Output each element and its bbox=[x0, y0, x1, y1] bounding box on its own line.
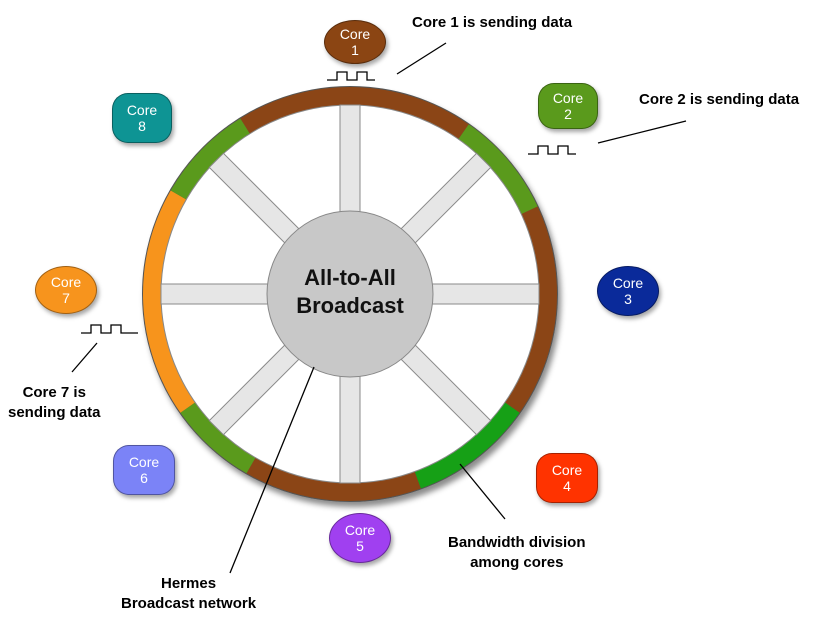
waveform-core1 bbox=[327, 71, 375, 81]
ring-segment-2 bbox=[458, 124, 538, 215]
core-5-node: Core 5 bbox=[329, 513, 391, 563]
leader-line-hermes bbox=[229, 366, 315, 574]
core-1-label: Core bbox=[339, 26, 371, 42]
core-6-node: Core 6 bbox=[113, 445, 175, 495]
ring-segment-7 bbox=[143, 190, 196, 413]
leader-line-core2 bbox=[597, 120, 687, 144]
core-1-number: 1 bbox=[351, 42, 359, 58]
core7-sending-line1: Core 7 is bbox=[22, 384, 86, 401]
leader-line-core1 bbox=[396, 42, 447, 75]
core-3-node: Core 3 bbox=[597, 266, 659, 316]
core-6-label: Core bbox=[128, 454, 160, 470]
ring-segment-4 bbox=[414, 402, 520, 489]
bandwidth-line2: among cores bbox=[470, 554, 564, 571]
ring-segment-1 bbox=[240, 87, 469, 140]
ring-segment-5 bbox=[246, 457, 421, 501]
hermes-line1: Hermes bbox=[161, 575, 217, 592]
leader-line-bandwidth bbox=[459, 463, 506, 520]
center-label-line1: All-to-All bbox=[304, 265, 396, 290]
signal-waveforms bbox=[81, 71, 576, 334]
core-2-label: Core bbox=[552, 90, 584, 106]
center-label-line2: Broadcast bbox=[296, 293, 404, 318]
core-8-number: 8 bbox=[138, 118, 146, 134]
hermes-line2: Broadcast network bbox=[121, 595, 257, 612]
waveform-core7 bbox=[81, 324, 138, 334]
core-7-label: Core bbox=[50, 274, 82, 290]
core-5-number: 5 bbox=[356, 538, 364, 554]
bandwidth-note: Bandwidth division among cores bbox=[448, 533, 586, 573]
core-8-node: Core 8 bbox=[112, 93, 172, 143]
core-2-node: Core 2 bbox=[538, 83, 598, 129]
leader-lines bbox=[71, 42, 687, 574]
bandwidth-line1: Bandwidth division bbox=[448, 534, 586, 551]
core7-sending-line2: sending data bbox=[8, 404, 101, 421]
core-5-label: Core bbox=[344, 522, 376, 538]
waveform-core2 bbox=[528, 145, 576, 155]
ring-segment-8 bbox=[170, 118, 250, 200]
core-1-node: Core 1 bbox=[324, 20, 386, 64]
spokes bbox=[160, 104, 540, 484]
hermes-note: Hermes Broadcast network bbox=[121, 574, 256, 614]
core-2-number: 2 bbox=[564, 106, 572, 122]
core-7-node: Core 7 bbox=[35, 266, 97, 314]
core2-sending-note: Core 2 is sending data bbox=[639, 91, 800, 108]
ring-segment-6 bbox=[180, 402, 256, 474]
core-8-label: Core bbox=[126, 102, 158, 118]
center-hub bbox=[266, 210, 434, 378]
core-7-number: 7 bbox=[62, 290, 70, 306]
ring bbox=[142, 86, 558, 502]
core-3-number: 3 bbox=[624, 291, 632, 307]
core1-sending-note: Core 1 is sending data bbox=[412, 14, 573, 31]
core-4-label: Core bbox=[551, 462, 583, 478]
center-label: All-to-All Broadcast bbox=[270, 264, 430, 320]
core-6-number: 6 bbox=[140, 470, 148, 486]
ring-segment-3 bbox=[504, 206, 557, 413]
core-4-node: Core 4 bbox=[536, 453, 598, 503]
core7-sending-note: Core 7 is sending data bbox=[8, 383, 101, 423]
leader-line-core7 bbox=[71, 342, 98, 373]
core-4-number: 4 bbox=[563, 478, 571, 494]
core-3-label: Core bbox=[612, 275, 644, 291]
